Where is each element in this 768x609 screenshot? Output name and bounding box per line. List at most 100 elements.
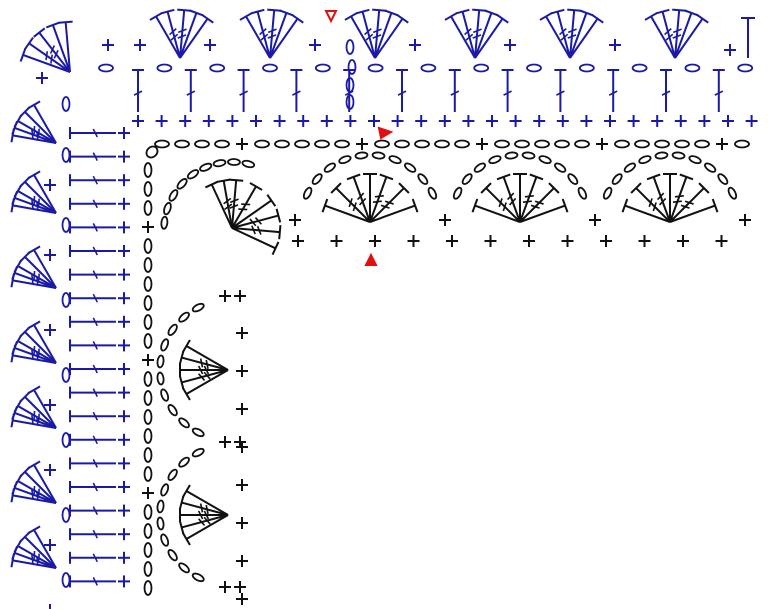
stitch-post (324, 204, 371, 223)
stitch-top-bar (178, 375, 185, 390)
chain-symbol (554, 162, 567, 173)
chain-symbol (554, 139, 570, 149)
stitch-top-bar (696, 13, 709, 24)
stitch-post (24, 331, 57, 364)
chain-symbol (394, 139, 410, 149)
single-crochet-symbol (509, 115, 522, 127)
chain-symbol (98, 63, 114, 73)
single-crochet-symbol (523, 235, 535, 247)
chain-symbol (727, 186, 738, 200)
chain-symbol (461, 173, 473, 185)
single-crochet-symbol (219, 436, 231, 448)
stitch-post (569, 10, 576, 59)
treble-crochet-symbol (669, 182, 710, 223)
stitch-hash (133, 90, 143, 96)
stitch-hash (658, 197, 667, 206)
stitch-hash (672, 28, 682, 34)
chain-symbol (737, 63, 754, 73)
stitch-top-bar (644, 12, 658, 21)
double-crochet-symbol (539, 12, 571, 59)
stitch-post (24, 256, 57, 289)
stitch-hash (223, 197, 232, 205)
double-crochet-symbol (569, 13, 604, 59)
shell-fan (19, 20, 73, 73)
single-crochet-symbol (609, 39, 621, 51)
stitch-post (519, 187, 555, 223)
chain-symbol (694, 139, 710, 149)
stitch-post (674, 12, 693, 59)
top-arch (589, 151, 751, 226)
stitch-top-bar (396, 13, 409, 24)
stitch-top-bar (411, 198, 419, 213)
chain-symbol (427, 186, 438, 200)
double-crochet-symbol (19, 47, 71, 73)
single-crochet-symbol (236, 138, 248, 150)
treble-crochet-symbol (69, 127, 116, 139)
single-crochet-symbol (118, 339, 130, 352)
chain-symbol (514, 139, 530, 149)
single-crochet-symbol (118, 268, 130, 281)
stitch-post (352, 176, 371, 223)
stitch-top-bar (204, 180, 219, 189)
stitch-post (374, 10, 381, 59)
stitch-top-bar (177, 8, 192, 12)
chain-symbol (578, 63, 595, 73)
treble-crochet-symbol (290, 69, 303, 112)
stitch-post (33, 104, 57, 144)
chain-symbol (168, 189, 179, 202)
chain-symbol (254, 139, 270, 149)
single-crochet-symbol (44, 249, 56, 261)
outer-rounds-blue (10, 8, 758, 609)
stitch-hash (241, 203, 251, 206)
chain-symbol (347, 59, 357, 75)
stitch-hash (45, 51, 49, 61)
treble-crochet-symbol (24, 37, 71, 73)
treble-crochet-symbol (480, 182, 521, 223)
treble-crochet-symbol (660, 69, 672, 112)
double-crochet-symbol (344, 12, 376, 59)
stitch-hash (661, 90, 671, 96)
single-crochet-symbol (142, 221, 154, 233)
treble-crochet-symbol (11, 481, 57, 504)
stitch-top-bar (480, 182, 492, 194)
stitch-top-bar (344, 12, 358, 21)
top-border (98, 8, 758, 127)
treble-crochet-symbol (69, 268, 116, 281)
double-crochet-symbol (674, 13, 709, 59)
chain-symbol (160, 388, 170, 402)
stitch-hash (292, 90, 301, 96)
chain-symbol (371, 151, 386, 160)
stitch-top-bar (178, 350, 185, 365)
chain-symbol (61, 432, 71, 448)
left-shell-group (10, 320, 71, 411)
stitch-hash (522, 200, 532, 204)
stitch-top-bar (27, 460, 41, 470)
stitch-post (210, 184, 233, 229)
single-crochet-symbol (580, 115, 593, 127)
treble-crochet-symbol (69, 433, 116, 446)
chain-symbol (160, 533, 170, 547)
stitch-post (12, 204, 57, 214)
single-crochet-symbol (674, 115, 687, 127)
single-crochet-symbol (722, 115, 734, 127)
chain-symbol (688, 155, 702, 165)
slip-stitch-symbol (355, 109, 362, 116)
stitch-post (33, 249, 57, 289)
stitch-hash (92, 317, 99, 327)
stitch-hash (92, 553, 99, 563)
double-crochet-symbol (269, 13, 304, 59)
stitch-hash (664, 28, 672, 36)
stitch-hash (559, 28, 567, 36)
stitch-top-bar (182, 532, 191, 546)
stitch-post (33, 464, 57, 504)
single-crochet-symbol (600, 235, 612, 247)
stitch-hash (498, 198, 503, 208)
stitch-post (269, 12, 288, 59)
treble-crochet-symbol (69, 339, 116, 352)
chain-symbol (302, 186, 313, 200)
treble-crochet-symbol (496, 173, 521, 223)
top-posts-row (132, 63, 754, 112)
top-shell-group (309, 8, 409, 59)
stitch-top-bar (239, 12, 253, 21)
single-crochet-symbol (118, 197, 130, 210)
